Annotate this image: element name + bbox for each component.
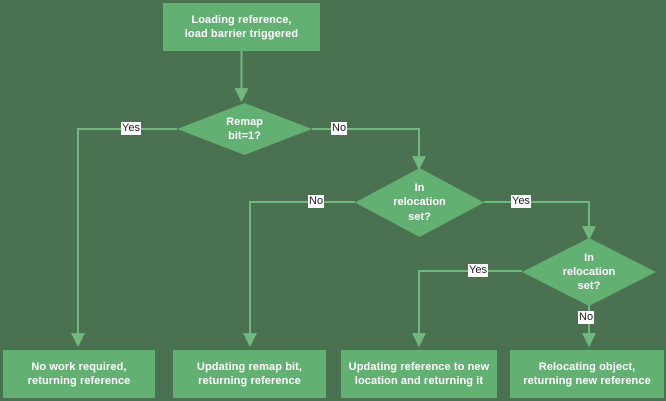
node-result-relocating[interactable]: Relocating object, returning new referen… [510, 350, 664, 398]
edge-remap-yes [71, 128, 177, 348]
node-decision-reloc-1[interactable]: In relocation set? [355, 168, 484, 237]
node-decision-remap[interactable]: Remap bit=1? [177, 103, 312, 155]
edge-label-reloc2-no: No [578, 311, 595, 324]
edge-label-remap-yes: Yes [121, 122, 141, 135]
diamond-shape [177, 103, 312, 155]
edge-remap-no [312, 128, 426, 171]
node-start-label: Loading reference, load barrier triggere… [184, 13, 299, 40]
node-decision-remap-label: Remap bit=1? [226, 115, 263, 142]
node-decision-reloc-1-label: In relocation set? [393, 182, 446, 223]
node-result-relocating-label: Relocating object, returning new referen… [523, 360, 651, 387]
node-start[interactable]: Loading reference, load barrier triggere… [163, 3, 320, 51]
edge-reloc1-no [243, 201, 355, 348]
node-result-update-remap[interactable]: Updating remap bit, returning reference [173, 350, 326, 398]
diamond-shape [522, 238, 656, 306]
edge-label-reloc2-yes: Yes [468, 264, 488, 277]
node-result-no-work-label: No work required, returning reference [27, 360, 131, 387]
node-result-update-remap-label: Updating remap bit, returning reference [196, 360, 303, 387]
edge-label-remap-no: No [331, 122, 348, 135]
node-decision-reloc-2-label: In relocation set? [562, 251, 616, 293]
edge-reloc2-yes [412, 270, 522, 348]
diamond-shape [355, 168, 484, 237]
edge-label-reloc1-yes: Yes [511, 195, 531, 208]
node-result-update-reference-label: Updating reference to new location and r… [348, 360, 490, 387]
edge-reloc1-yes [484, 201, 596, 241]
node-result-no-work[interactable]: No work required, returning reference [3, 350, 155, 398]
node-result-update-reference[interactable]: Updating reference to new location and r… [341, 350, 497, 398]
edge-label-reloc1-no: No [308, 195, 325, 208]
node-decision-reloc-2[interactable]: In relocation set? [522, 238, 656, 306]
